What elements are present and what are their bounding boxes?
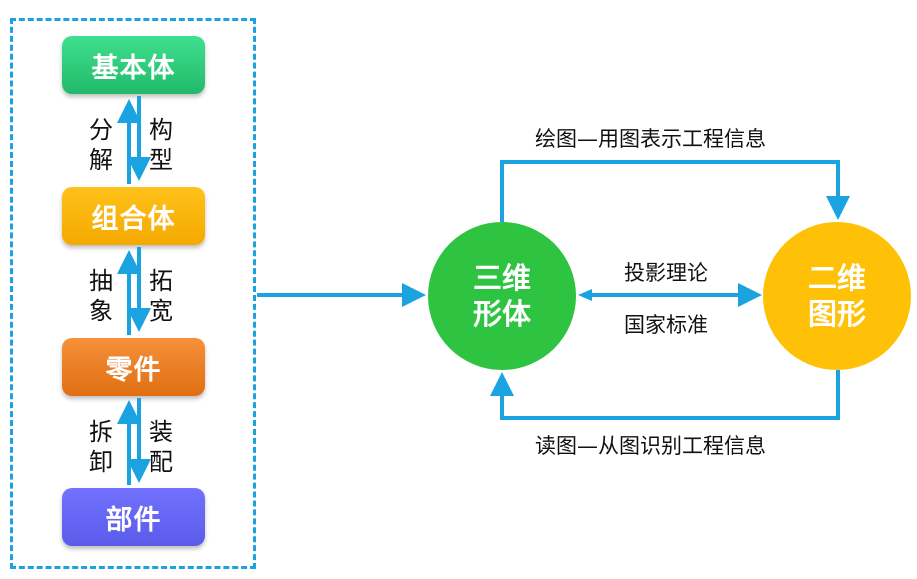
node-basic-body-label: 基本体 (91, 52, 176, 84)
node-2d-graphic: 二维图形 (763, 222, 911, 370)
node-assembly: 部件 (62, 488, 205, 546)
transition-3-arrows (117, 398, 151, 485)
drawing-label: 绘图—用图表示工程信息 (535, 127, 766, 151)
node-2d-line1: 二维 (807, 261, 866, 295)
reading-label: 读图—从图识别工程信息 (535, 434, 766, 458)
transition-2-up-label: 抽象 (89, 267, 113, 325)
node-assembly-label: 部件 (105, 504, 162, 536)
bidirectional-arrow-left-head (578, 289, 592, 301)
transition-1-down-label: 构型 (149, 116, 173, 174)
transition-2-down-label: 拓宽 (149, 267, 173, 325)
projection-theory-label: 投影理论 (624, 261, 708, 285)
node-2d-line2: 图形 (807, 297, 866, 331)
transition-1-up-label: 分解 (89, 116, 113, 174)
node-3d-body: 三维形体 (428, 222, 576, 370)
drawing-arrow (500, 160, 850, 222)
node-combined-body-label: 组合体 (91, 203, 176, 235)
transition-3-up-label: 拆卸 (89, 418, 113, 476)
reading-arrow (490, 370, 840, 420)
national-standard-label: 国家标准 (624, 313, 708, 337)
left-group-dashed-frame (10, 18, 256, 569)
transition-2-arrows (117, 247, 151, 335)
node-combined-body: 组合体 (62, 187, 205, 245)
node-part: 零件 (62, 338, 205, 396)
node-basic-body: 基本体 (62, 36, 205, 94)
node-3d-line1: 三维 (472, 261, 531, 295)
transition-1-arrows (117, 96, 151, 184)
node-3d-line2: 形体 (472, 297, 531, 331)
transition-3-down-label: 装配 (149, 418, 173, 476)
node-part-label: 零件 (105, 354, 162, 386)
